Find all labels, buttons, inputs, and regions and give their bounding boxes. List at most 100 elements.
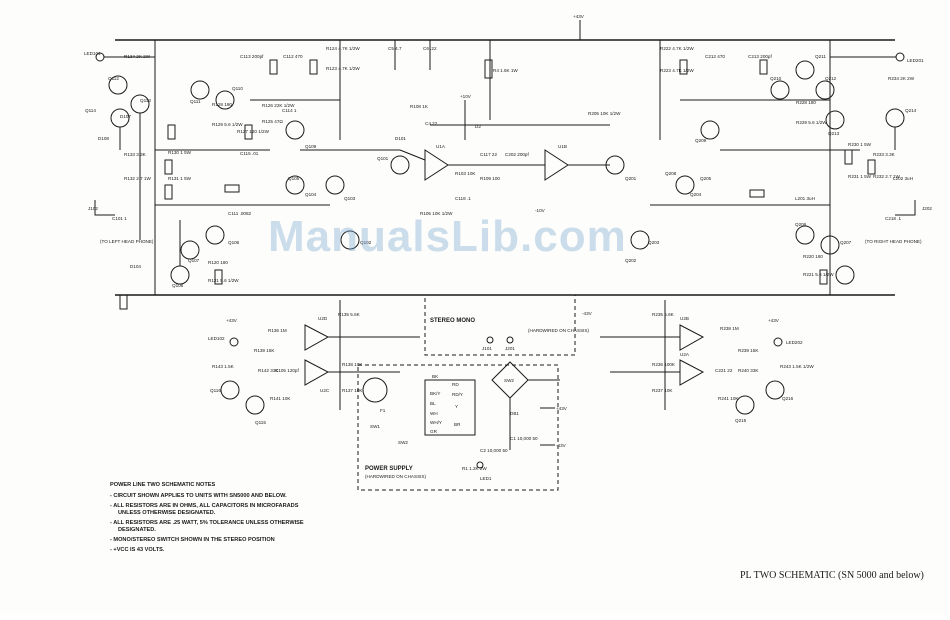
- wire-why: WH/Y: [430, 420, 442, 425]
- wire-rdy: RD/Y: [452, 392, 463, 397]
- center-amplifier: U1A U1B R4 1.5K 1W C4 22 D2 C5 4.7 C6 .2…: [388, 46, 621, 216]
- q105-label: Q105: [288, 176, 300, 181]
- q201-label: Q201: [625, 176, 637, 181]
- q207-label: Q207: [840, 240, 852, 245]
- r234-label: R234 2K 2W: [888, 76, 915, 81]
- r229-label: R229 5.6 1/2W: [796, 120, 827, 125]
- d101-label: D101: [395, 136, 406, 141]
- power-supply: POWER SUPPLY (HARDWIRED ON CHASSIS) SW2 …: [357, 361, 568, 491]
- left-output-label: (TO LEFT HEAD PHONE): [100, 239, 154, 244]
- supply-label: +43V: [573, 14, 585, 19]
- note-text: ALL RESISTORS ARE IN OHMS, ALL CAPACITOR…: [113, 503, 299, 516]
- c111-label: C111 .0082: [228, 211, 252, 216]
- r141-label: R141 10K: [270, 396, 291, 401]
- r124-label: R124 4.7K 1/2W: [326, 46, 360, 51]
- stereo-mono-label: STEREO MONO: [430, 318, 475, 324]
- c102-label: C117 22: [480, 152, 497, 157]
- u1b-label: U1B: [558, 144, 567, 149]
- note-text: +VCC IS 43 VOLTS.: [113, 547, 165, 553]
- power-supply-label: POWER SUPPLY: [365, 466, 413, 472]
- r105-label: R108 1K: [410, 104, 429, 109]
- transformer: [424, 379, 476, 436]
- left-driver-supply: +43V: [226, 318, 238, 323]
- r138-label: R138 10K: [342, 362, 363, 367]
- power-supply-sub: (HARDWIRED ON CHASSIS): [365, 474, 426, 479]
- note-item: - ALL RESISTORS ARE IN OHMS, ALL CAPACIT…: [110, 503, 299, 516]
- note-item: - MONO/STEREO SWITCH SHOWN IN THE STEREO…: [110, 537, 275, 543]
- r236-label: R236 100K: [652, 362, 676, 367]
- r221-label: R221 5.6 1/2W: [803, 272, 834, 277]
- r239-label: R239 15K: [738, 348, 759, 353]
- q114-label: Q114: [85, 108, 96, 113]
- wire-bk: BK: [432, 374, 439, 379]
- q205-label: Q205: [700, 176, 712, 181]
- r128-label: R128 180: [212, 102, 232, 107]
- ac-plug: [362, 377, 388, 403]
- r129-label: R129 5.6 1/2W: [212, 122, 243, 127]
- r108-label: R105 10K 1/2W: [420, 211, 453, 216]
- q104-label: Q104: [305, 192, 317, 197]
- q102-label: Q102: [360, 240, 372, 245]
- r1-label: C2 10,000 50: [480, 448, 508, 453]
- notes-title: POWER LINE TWO SCHEMATIC NOTES: [110, 482, 216, 488]
- q213-label: Q213: [828, 131, 840, 136]
- c212-label: C212 470: [705, 54, 725, 59]
- wire-rd: RD: [452, 382, 459, 387]
- q116-label: Q116: [210, 388, 221, 393]
- q107-label: Q107: [188, 258, 200, 263]
- u2d-symbol: [304, 324, 330, 351]
- q108-label: Q108: [172, 283, 184, 288]
- q211-label: Q211: [815, 54, 826, 59]
- f1-label: F1: [380, 408, 386, 413]
- c221-label: C221 22: [715, 368, 733, 373]
- left-led-driver: U2D U2C LED102 +43V R136 1M R135 5.6K R1…: [208, 300, 420, 425]
- c113-label: C113 200pf: [240, 54, 264, 59]
- r125-label: R125 47Ω: [262, 119, 283, 124]
- note-item: - +VCC IS 43 VOLTS.: [110, 547, 165, 553]
- u2b-label: U2B: [680, 316, 689, 321]
- q214-label: Q214: [905, 108, 917, 113]
- rail-minus10v: -10V: [535, 208, 546, 213]
- wire-br: BR: [454, 422, 461, 427]
- r241-label: R241 10K: [718, 396, 739, 401]
- r137-label: R137 10K: [342, 388, 363, 393]
- r205-label: R205 10K 1/2W: [588, 111, 621, 116]
- j201-label: J201: [505, 346, 515, 351]
- ps-minus43v: -43V: [556, 443, 567, 448]
- c112-label: C112 470: [283, 54, 303, 59]
- c218-label: C218 .1: [885, 216, 902, 221]
- c213-label: C213 200pf: [748, 54, 772, 59]
- r230-label: R230 1 5W: [848, 142, 872, 147]
- c4-label: C4 22: [425, 121, 438, 126]
- q115-label: Q115: [255, 420, 266, 425]
- schematic-notes: POWER LINE TWO SCHEMATIC NOTES - CIRCUIT…: [110, 482, 310, 557]
- hardwired-label: (HARDWIRED ON CHASSIS): [528, 328, 589, 333]
- db1-label: SW2: [504, 378, 514, 383]
- q206-label: Q206: [795, 222, 807, 227]
- right-output-stage: LED201 J202 (TO RIGHT HEAD PHONE) Q211 Q…: [605, 46, 932, 285]
- right-led-driver: U2B U2A LED202 +43V R235 5.6K R236 100K …: [600, 300, 814, 423]
- q210-label: Q210: [770, 76, 782, 81]
- wire-bl: BL: [430, 401, 436, 406]
- r142-label: R142 33K: [258, 368, 279, 373]
- wire-bky: BK/Y: [430, 391, 440, 396]
- note-text: MONO/STEREO SWITCH SHOWN IN THE STEREO P…: [113, 537, 275, 543]
- q101-label: Q101: [377, 156, 389, 161]
- r232-label: R232 2.7 1W: [873, 174, 900, 179]
- j101-label: J101: [482, 346, 492, 351]
- c118-label: C101 1: [112, 216, 127, 221]
- watermark: ManualsLib.com: [268, 212, 627, 261]
- q113-label: Q113: [140, 98, 151, 103]
- jack-j102: J102: [88, 206, 98, 211]
- u2b-symbol: [679, 324, 705, 351]
- r237-label: R237 10K: [652, 388, 673, 393]
- q204-label: Q204: [690, 192, 702, 197]
- q111-label: Q111: [190, 99, 201, 104]
- led201-label: LED201: [907, 58, 924, 63]
- r127-label: R127 120 1/2W: [237, 129, 270, 134]
- c115-label: C115 .01: [240, 151, 259, 156]
- q216-label: Q216: [782, 396, 794, 401]
- r126-label: R126 22K 1/2W: [262, 103, 295, 108]
- led202-label: LED202: [786, 340, 803, 345]
